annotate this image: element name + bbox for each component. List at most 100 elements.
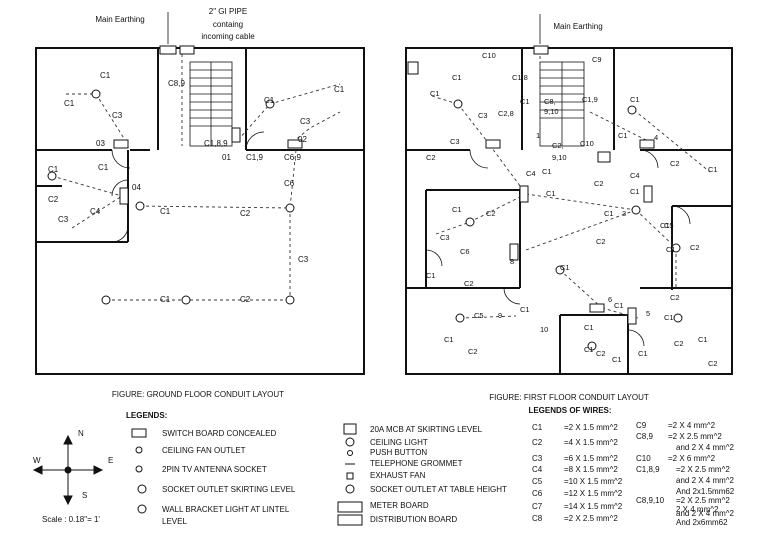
circuit-label: C1 bbox=[604, 209, 614, 218]
circuit-label: C1 bbox=[664, 313, 674, 322]
circuit-label: C3 bbox=[450, 137, 460, 146]
circuit-label: C1 bbox=[708, 165, 718, 174]
circuit-label: C9 bbox=[592, 55, 602, 64]
wire-spec: And 2x1.5mm62 bbox=[676, 487, 735, 496]
wire-spec: =2 X 2.5 mm^2 bbox=[676, 496, 730, 505]
switch-board bbox=[509, 243, 519, 261]
circuit-label: C1 bbox=[160, 295, 171, 304]
wires-legend-left: C1=2 X 1.5 mm^2C2=4 X 1.5 mm^2C3=6 X 1.5… bbox=[532, 423, 623, 523]
ff-outer-wall bbox=[405, 47, 733, 375]
mcb-icon bbox=[343, 423, 357, 435]
wire-code: C4 bbox=[532, 465, 543, 474]
wire-spec: =2 X 6 mm^2 bbox=[668, 454, 716, 463]
ff-door bbox=[639, 149, 659, 169]
circuit-label: C2,8 bbox=[498, 109, 514, 118]
circuit-label: C1 bbox=[630, 95, 640, 104]
wire-spec: =6 X 1.5 mm^2 bbox=[564, 454, 618, 463]
circuit-label: C1,8,9 bbox=[204, 139, 228, 148]
circuit-label: C1 bbox=[542, 167, 552, 176]
ceiling-light bbox=[627, 105, 637, 115]
legend-label: SOCKET OUTLET SKIRTING LEVEL bbox=[162, 485, 296, 494]
wire-spec: 2 X 4 mm^2 bbox=[676, 505, 719, 514]
compass-w: W bbox=[33, 456, 41, 465]
circuit-label: C10 bbox=[482, 51, 496, 60]
wire-code: C8 bbox=[532, 514, 543, 523]
circuit-label: C1 bbox=[444, 335, 454, 344]
wire-spec: =2 X 2.5 mm^2 bbox=[564, 514, 618, 523]
circuit-label: C5 bbox=[664, 221, 674, 230]
switch-board bbox=[287, 139, 303, 149]
compass-e: E bbox=[108, 456, 113, 465]
switch-board bbox=[643, 185, 653, 203]
wire-spec: =8 X 1.5 mm^2 bbox=[564, 465, 618, 474]
circuit-label: C6 bbox=[460, 247, 470, 256]
gf-door bbox=[245, 131, 265, 151]
legend-label: CEILING FAN OUTLET bbox=[162, 446, 246, 455]
circuit-label: C3 bbox=[112, 111, 123, 120]
circuit-label: C2, bbox=[552, 141, 564, 150]
ff-door bbox=[627, 329, 645, 347]
circuit-label: C3 bbox=[298, 255, 309, 264]
meter-board bbox=[159, 45, 177, 55]
exhaust-fan-icon bbox=[346, 472, 354, 480]
circuit-label: C2 bbox=[674, 339, 684, 348]
circuit-label: C2 bbox=[486, 209, 496, 218]
circuit-label: C1 bbox=[638, 349, 648, 358]
wire-spec: =2 X 2.5 mm^2 bbox=[676, 465, 730, 474]
switch-board-icon bbox=[131, 428, 147, 438]
legend-label: SOCKET OUTLET AT TABLE HEIGHT bbox=[370, 485, 507, 494]
main-earthing-label-right: Main Earthing bbox=[553, 22, 602, 31]
ceiling-light bbox=[285, 295, 295, 305]
wire-spec: =2 X 4 mm^2 bbox=[668, 421, 716, 430]
circuit-label: C1 bbox=[100, 71, 111, 80]
ceiling-light bbox=[465, 217, 475, 227]
circuit-label: C2 bbox=[240, 209, 251, 218]
first-floor-caption: FIGURE: FIRST FLOOR CONDUIT LAYOUT bbox=[489, 393, 649, 402]
circuit-label: C1 bbox=[584, 323, 594, 332]
circuit-label: C2 bbox=[594, 179, 604, 188]
circuit-label: C1 bbox=[614, 301, 624, 310]
circuit-label: C1,9 bbox=[246, 153, 263, 162]
ground-floor-plan: Main Earthing 2" GI PIPE containg incomi… bbox=[35, 7, 365, 375]
circuit-label: 6 bbox=[608, 295, 612, 304]
main-earthing-label-left: Main Earthing bbox=[95, 15, 144, 24]
wire-spec: =2 X 1.5 mm^2 bbox=[564, 423, 618, 432]
circuit-label: C8,9 bbox=[168, 79, 185, 88]
socket-skirting-icon bbox=[137, 484, 147, 494]
circuit-label: C1 bbox=[426, 271, 436, 280]
switch-board bbox=[231, 127, 241, 143]
legend-label: LEVEL bbox=[162, 517, 187, 526]
ceiling-light-icon bbox=[345, 437, 355, 447]
ceiling-light bbox=[455, 313, 465, 323]
ceiling-light bbox=[91, 89, 101, 99]
ceiling-fan-icon bbox=[135, 446, 143, 454]
north-compass bbox=[32, 434, 104, 506]
ceiling-light bbox=[135, 201, 145, 211]
circuit-label: C2 bbox=[596, 237, 606, 246]
legends-title: LEGENDS: bbox=[126, 411, 167, 420]
wire-code: C8,9 bbox=[636, 432, 653, 441]
circuit-label: C1 bbox=[660, 221, 670, 230]
ceiling-light bbox=[587, 341, 597, 351]
wire-spec: =12 X 1.5 mm^2 bbox=[564, 489, 623, 498]
circuit-label: C1 bbox=[612, 355, 622, 364]
distribution-board bbox=[533, 45, 549, 55]
circuit-label: C1 bbox=[160, 207, 171, 216]
circuit-label: C1 bbox=[430, 89, 440, 98]
circuit-label: 9,10 bbox=[544, 107, 559, 116]
ceiling-light bbox=[101, 295, 111, 305]
wire-spec: and 2 X 4 mm^2 bbox=[676, 476, 735, 485]
circuit-label: 1 bbox=[536, 131, 540, 140]
circuit-label: 9 bbox=[498, 311, 502, 320]
circuit-label: 4 bbox=[654, 133, 658, 142]
circuit-label: C1 bbox=[698, 335, 708, 344]
ceiling-light bbox=[555, 265, 565, 275]
ceiling-light bbox=[673, 313, 683, 323]
wire-code: C1 bbox=[532, 423, 543, 432]
gi-pipe-label-1: 2" GI PIPE bbox=[209, 7, 247, 16]
legend-label: SWITCH BOARD CONCEALED bbox=[162, 429, 276, 438]
circuit-label: C2 bbox=[468, 347, 478, 356]
